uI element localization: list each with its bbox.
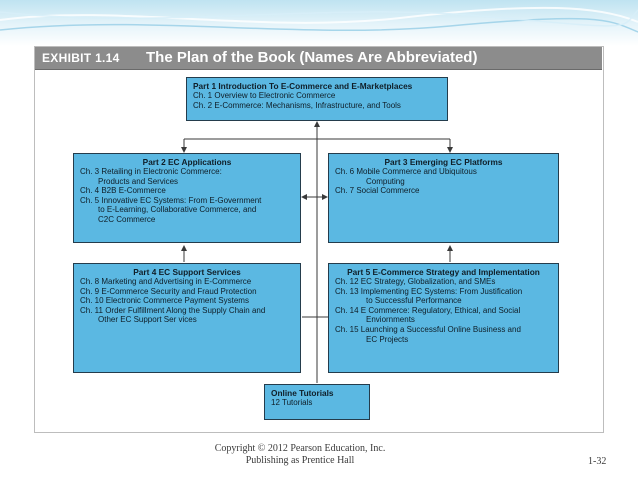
- part3-line: Computing: [366, 176, 405, 186]
- part2-line: Ch. 5 Innovative EC Systems: From E-Gove…: [80, 195, 262, 205]
- copyright-text: Copyright © 2012 Pearson Education, Inc.: [214, 443, 386, 454]
- exhibit-title: The Plan of the Book (Names Are Abbrevia…: [146, 49, 478, 66]
- part5-line: to Successful Performance: [366, 296, 462, 306]
- part1-title: Part 1 Introduction To E-Commerce and E-…: [193, 81, 413, 91]
- tutorials-title: Online Tutorials: [271, 388, 334, 398]
- part2-line: to E-Learning, Collaborative Commerce, a…: [98, 205, 257, 215]
- part5-line: Ch. 15 Launching a Successful Online Bus…: [335, 324, 521, 334]
- part4-line: Ch. 9 E-Commerce Security and Fraud Prot…: [80, 286, 257, 296]
- exhibit-header-bar: [35, 47, 602, 70]
- part3-line: Ch. 7 Social Commerce: [335, 186, 420, 196]
- part5-line: Ch. 13 Implementing EC Systems: From Jus…: [335, 286, 523, 296]
- part3-line: Ch. 6 Mobile Commerce and Ubiquitous: [335, 167, 477, 176]
- part2-line: C2C Commerce: [98, 214, 156, 224]
- part2-title: Part 2 EC Applications: [142, 157, 232, 167]
- part4-line: Other EC Support Ser vices: [98, 315, 197, 325]
- part5-line: Enviornments: [366, 315, 415, 325]
- part5-line: Ch. 14 E Commerce: Regulatory, Ethical, …: [335, 305, 521, 315]
- part4-line: Ch. 8 Marketing and Advertising in E-Com…: [80, 277, 252, 286]
- exhibit-label: EXHIBIT 1.14: [42, 51, 120, 65]
- part2-line: Ch. 4 B2B E-Commerce: [80, 186, 166, 196]
- part4-title: Part 4 EC Support Services: [133, 267, 241, 277]
- part3-box: Part 3 Emerging EC Platforms Ch. 6 Mobil…: [328, 153, 559, 243]
- part5-box: Part 5 E-Commerce Strategy and Implement…: [328, 263, 559, 373]
- part4-line: Ch. 11 Order Fulfillment Along the Suppl…: [80, 305, 266, 315]
- publisher-text: Publishing as Prentice Hall: [245, 455, 355, 466]
- part4-line: Ch. 10 Electronic Commerce Payment Syste…: [80, 296, 249, 306]
- slide-footer: Copyright © 2012 Pearson Education, Inc.…: [200, 443, 400, 467]
- part5-line: Ch. 12 EC Strategy, Globalization, and S…: [335, 277, 496, 286]
- part1-item: Ch. 2 E-Commerce: Mechanisms, Infrastruc…: [193, 100, 401, 110]
- part1-item: Ch. 1 Overview to Electronic Commerce: [193, 91, 336, 100]
- tutorials-box: Online Tutorials 12 Tutorials: [264, 384, 370, 420]
- part2-box: Part 2 EC Applications Ch. 3 Retailing i…: [73, 153, 301, 243]
- tutorials-item: 12 Tutorials: [271, 398, 313, 407]
- page-number: 1-32: [588, 456, 607, 467]
- part5-line: EC Projects: [366, 334, 409, 344]
- part4-box: Part 4 EC Support Services Ch. 8 Marketi…: [73, 263, 301, 373]
- part1-box: Part 1 Introduction To E-Commerce and E-…: [186, 77, 448, 121]
- part2-line: Ch. 3 Retailing in Electronic Commerce:: [80, 167, 222, 176]
- part3-title: Part 3 Emerging EC Platforms: [384, 157, 503, 167]
- part2-line: Products and Services: [98, 176, 179, 186]
- part5-title: Part 5 E-Commerce Strategy and Implement…: [347, 267, 540, 277]
- slide-header-band: [0, 0, 638, 46]
- decorative-wave-icon: [0, 6, 638, 33]
